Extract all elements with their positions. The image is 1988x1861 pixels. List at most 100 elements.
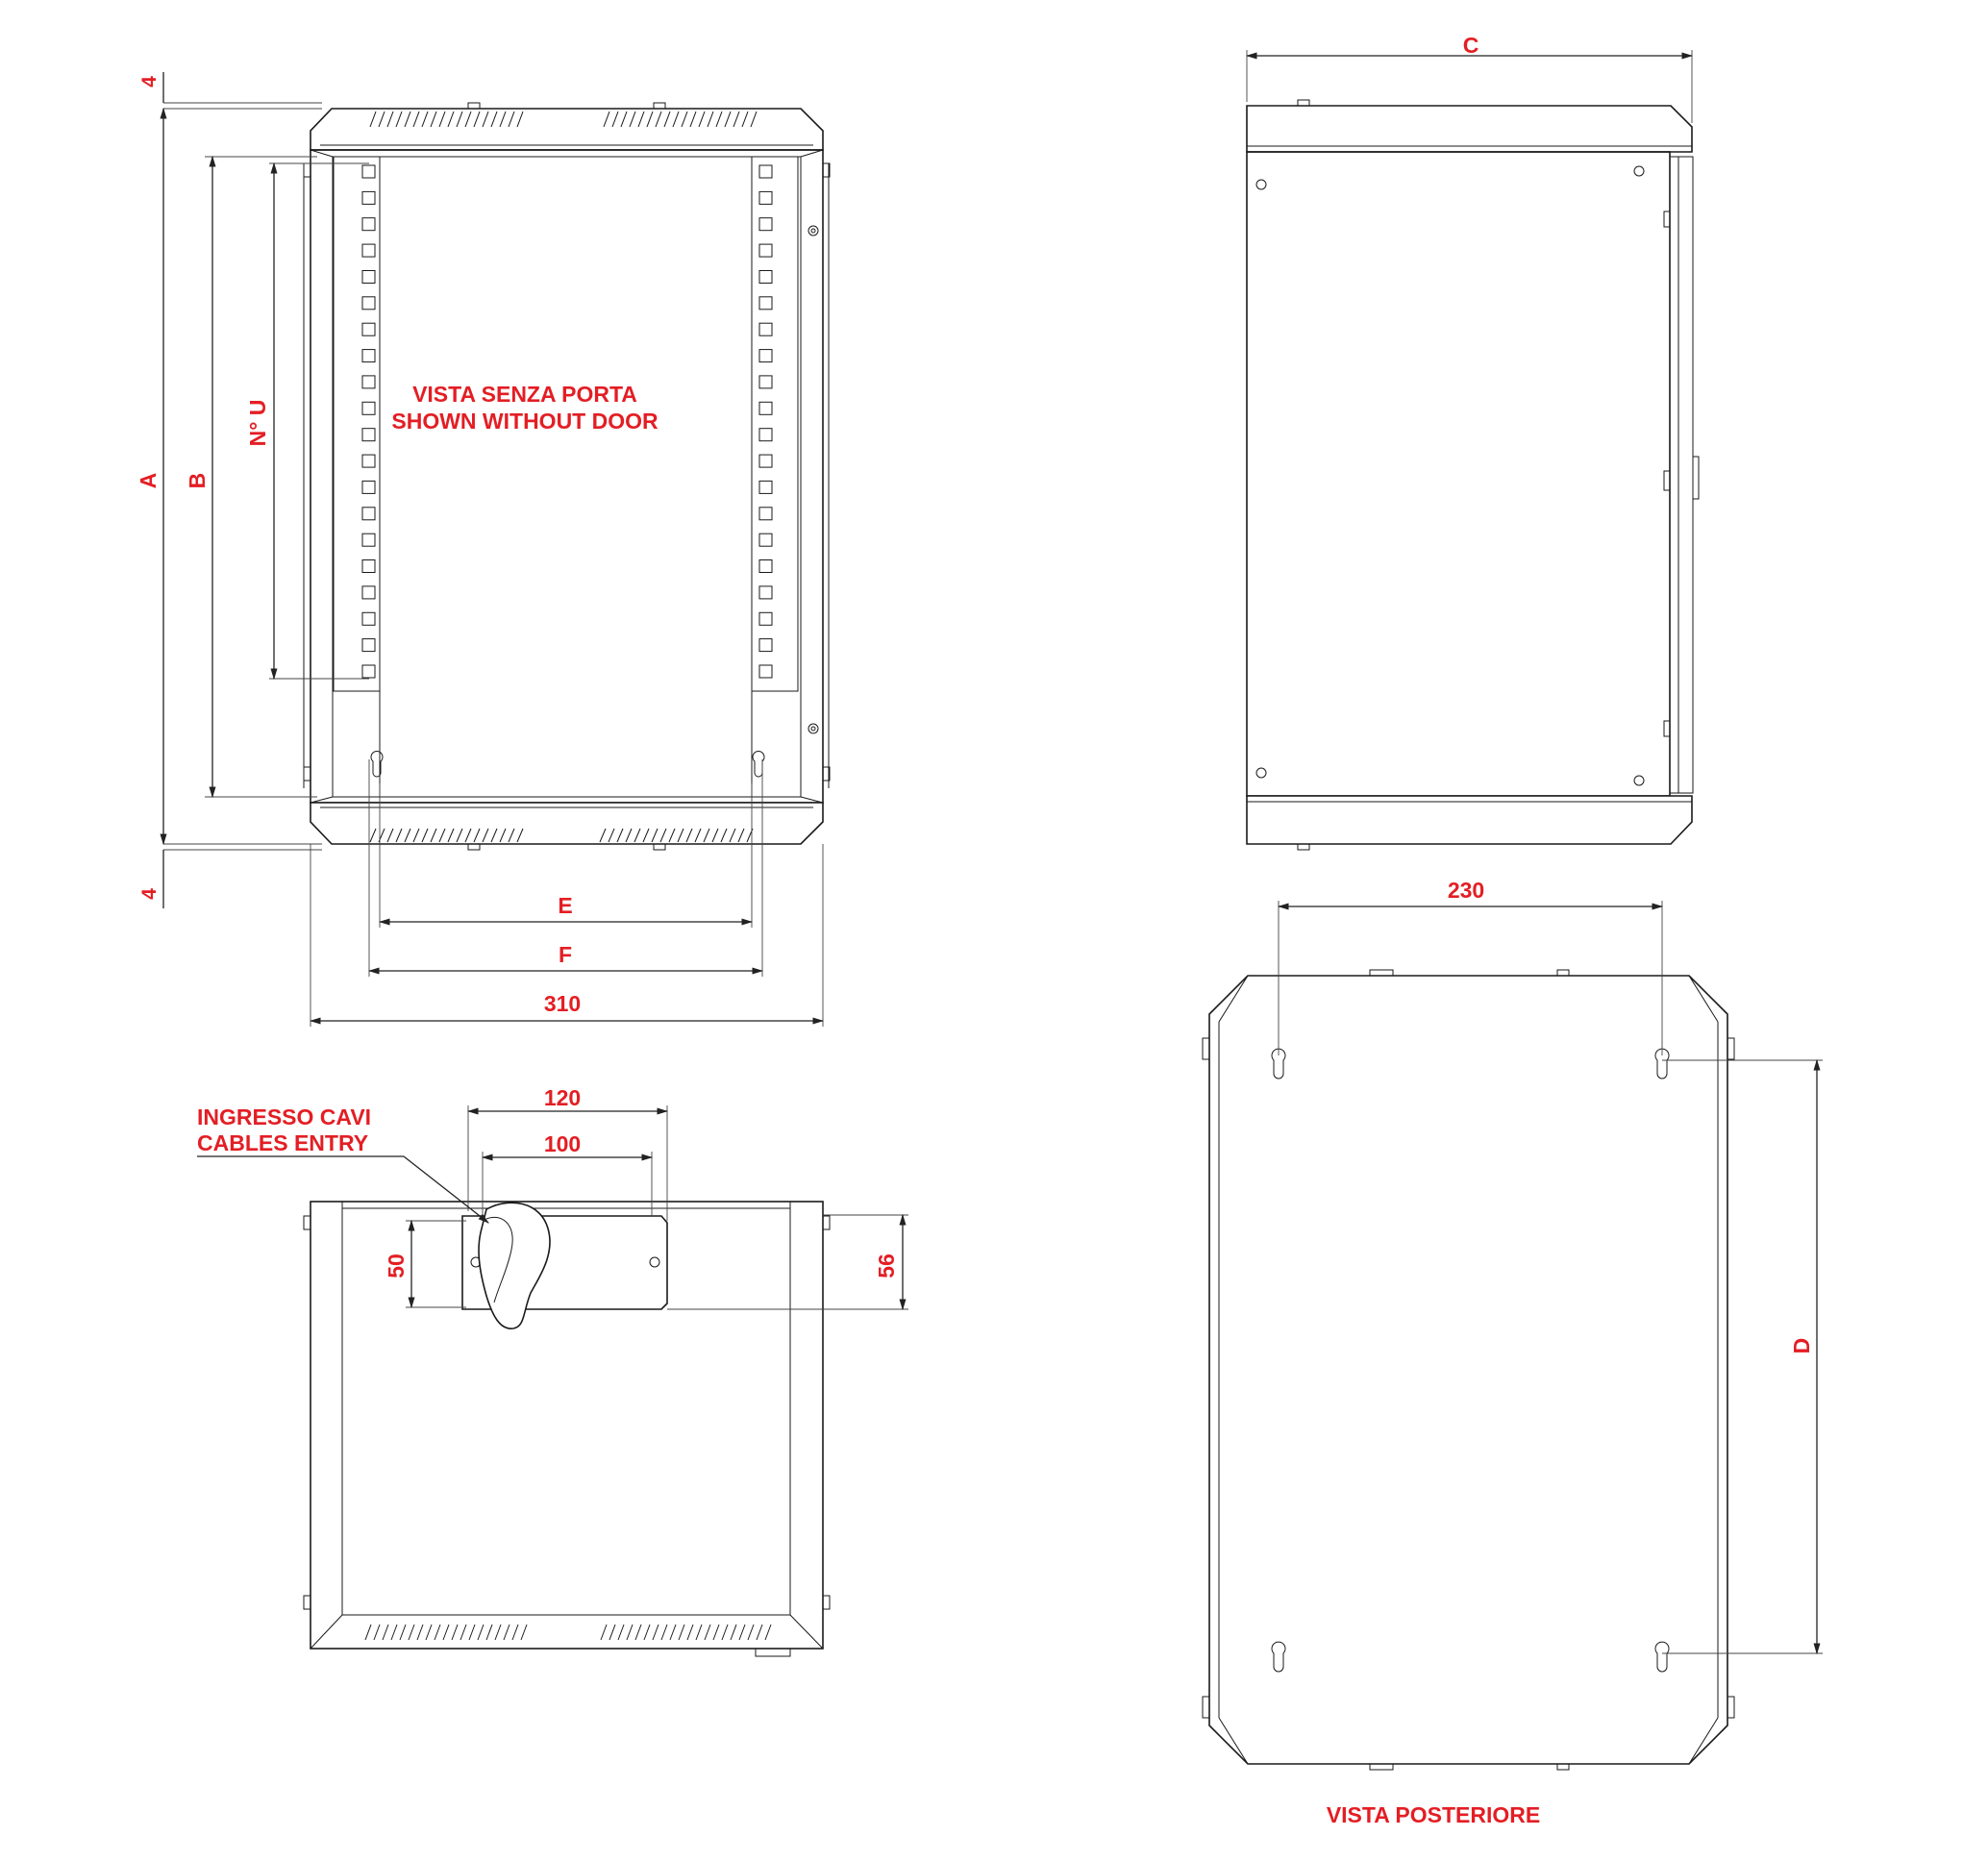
vent-slot <box>637 111 645 128</box>
rack-slot <box>758 217 773 232</box>
rack-slot <box>758 664 773 679</box>
cable-entry-opening <box>478 1202 551 1329</box>
vent-slot <box>473 111 481 128</box>
rack-slot <box>758 585 773 600</box>
vent-slot <box>737 828 745 843</box>
vent-slot <box>464 828 472 843</box>
rack-slot <box>361 164 376 179</box>
vent-slot <box>733 111 740 128</box>
vent-slot <box>672 111 680 128</box>
vent-slot <box>660 1624 668 1641</box>
vent-slot <box>499 828 507 843</box>
vent-slot <box>686 1624 694 1641</box>
rack-slot <box>758 270 773 284</box>
vent-slot <box>655 111 662 128</box>
front-top-cap <box>310 108 824 151</box>
top-note-en: CABLES ENTRY <box>197 1130 368 1155</box>
rear-panel <box>1208 975 1728 1765</box>
rack-slot <box>361 507 376 521</box>
front-rail-right <box>751 156 799 692</box>
vent-slot <box>416 1624 424 1641</box>
rack-slot <box>361 664 376 679</box>
front-view: VISTA SENZA PORTA SHOWN WITHOUT DOOR 4 4… <box>136 72 831 1027</box>
vent-slot <box>642 828 650 843</box>
vent-slot <box>741 111 749 128</box>
rack-slot <box>361 296 376 310</box>
vent-slot <box>625 828 633 843</box>
rack-slot <box>758 322 773 336</box>
vent-slot <box>715 111 723 128</box>
vent-slot <box>485 1624 493 1641</box>
vent-slot <box>721 1624 729 1641</box>
front-rail-left <box>333 156 381 692</box>
vent-slot <box>378 111 385 128</box>
vent-slot <box>704 1624 711 1641</box>
vent-slot <box>369 111 377 128</box>
vent-slot <box>386 828 394 843</box>
vent-slot <box>626 1624 634 1641</box>
dim-f-label: F <box>559 942 572 967</box>
rear-keyhole-bottom-right <box>1654 1641 1670 1673</box>
vent-slot <box>451 1624 459 1641</box>
vent-slot <box>707 111 714 128</box>
front-bottom-vent-right <box>599 828 754 843</box>
vent-slot <box>730 1624 737 1641</box>
vent-slot <box>477 1624 485 1641</box>
vent-slot <box>764 1624 772 1641</box>
vent-slot <box>468 1624 476 1641</box>
rack-slot <box>361 611 376 626</box>
rack-slot <box>758 507 773 521</box>
vent-slot <box>503 1624 510 1641</box>
vent-slot <box>395 828 403 843</box>
rack-slot <box>361 322 376 336</box>
vent-slot <box>617 1624 625 1641</box>
vent-slot <box>447 828 455 843</box>
vent-slot <box>430 828 437 843</box>
vent-slot <box>434 1624 441 1641</box>
vent-slot <box>520 1624 528 1641</box>
rack-slot <box>758 401 773 415</box>
vent-slot <box>430 111 437 128</box>
rack-slot <box>758 428 773 442</box>
vent-slot <box>473 828 481 843</box>
vent-slot <box>421 828 429 843</box>
vent-slot <box>395 111 403 128</box>
dim-top-label: 4 <box>138 76 161 87</box>
rack-slot <box>361 375 376 389</box>
vent-slot <box>516 828 524 843</box>
vent-slot <box>600 1624 608 1641</box>
vent-slot <box>634 1624 642 1641</box>
vent-slot <box>747 1624 755 1641</box>
rack-slot <box>758 480 773 494</box>
top-note-it: INGRESSO CAVI <box>197 1104 371 1129</box>
vent-slot <box>482 111 489 128</box>
vent-slot <box>603 111 610 128</box>
rear-keyhole-top-right <box>1654 1048 1670 1079</box>
vent-slot <box>456 828 463 843</box>
rear-keyhole-bottom-left <box>1271 1641 1286 1673</box>
dim-50-label: 50 <box>384 1253 409 1278</box>
rack-slot <box>361 638 376 653</box>
rack-slot <box>361 533 376 547</box>
dim-bottom-label: 4 <box>138 888 161 900</box>
vent-slot <box>711 828 719 843</box>
vent-slot <box>373 1624 381 1641</box>
vent-slot <box>369 828 377 843</box>
vent-slot <box>456 111 463 128</box>
vent-slot <box>678 1624 685 1641</box>
dim-b-label: B <box>185 473 210 489</box>
rack-slot <box>361 428 376 442</box>
rear-view: 230 D VISTA POSTERIORE <box>1202 878 1823 1827</box>
vent-slot <box>646 111 654 128</box>
vent-slot <box>464 111 472 128</box>
front-bottom-cap <box>310 802 824 845</box>
vent-slot <box>616 828 624 843</box>
side-door-edge <box>1669 156 1694 794</box>
rack-slot <box>361 559 376 573</box>
vent-slot <box>652 1624 659 1641</box>
top-body <box>310 1201 824 1650</box>
vent-slot <box>508 111 515 128</box>
vent-slot <box>720 828 728 843</box>
vent-slot <box>629 111 636 128</box>
vent-slot <box>689 111 697 128</box>
